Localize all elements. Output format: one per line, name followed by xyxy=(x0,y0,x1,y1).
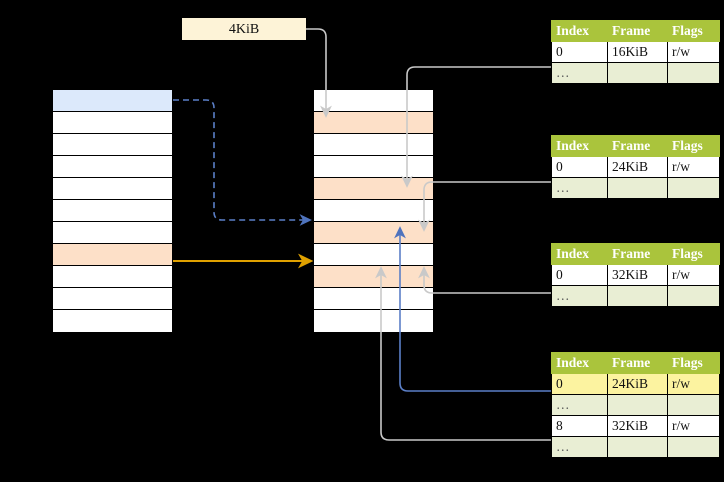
wire-virtual-to-physical-dashed xyxy=(173,99,312,226)
virtual-address-space-row-5 xyxy=(53,200,172,222)
physical-memory-row-9 xyxy=(314,288,433,310)
page-table-1-row: … xyxy=(551,62,720,84)
virtual-address-space-row-0 xyxy=(53,90,172,112)
page-table-1-cell-flags: r/w xyxy=(667,41,720,63)
page-table-4-header-frame: Frame xyxy=(607,352,668,374)
page-table-4-cell-index: 8 xyxy=(551,415,608,437)
page-table-4-cell-frame: 24KiB xyxy=(607,373,668,395)
page-table-4-header-index: Index xyxy=(551,352,608,374)
physical-memory-row-6 xyxy=(314,222,433,244)
page-size-label: 4KiB xyxy=(182,18,306,40)
wire-table3-to-physical xyxy=(418,266,551,294)
page-table-2-header-frame: Frame xyxy=(607,135,668,157)
physical-memory-row-2 xyxy=(314,134,433,156)
physical-memory-row-1 xyxy=(314,112,433,134)
physical-memory-row-5 xyxy=(314,200,433,222)
page-table-2-cell-index: … xyxy=(551,177,608,199)
virtual-address-column xyxy=(52,89,173,332)
physical-memory-row-7 xyxy=(314,244,433,266)
virtual-address-space-row-2 xyxy=(53,134,172,156)
page-table-4-cell-index: … xyxy=(551,394,608,416)
virtual-address-space-row-1 xyxy=(53,112,172,134)
wire-table2-to-physical xyxy=(418,181,551,232)
page-table-3-cell-flags: r/w xyxy=(667,264,720,286)
page-table-2-row: … xyxy=(551,177,720,199)
page-table-4-row: … xyxy=(551,394,720,416)
page-table-2-cell-index: 0 xyxy=(551,156,608,178)
page-table-1-cell-frame: 16KiB xyxy=(607,41,668,63)
page-table-2-header-flags: Flags xyxy=(667,135,720,157)
physical-memory-row-8 xyxy=(314,266,433,288)
page-table-1-cell-index: 0 xyxy=(551,41,608,63)
page-table-3-cell-index: … xyxy=(551,285,608,307)
page-table-1-header-flags: Flags xyxy=(667,20,720,42)
virtual-address-space-row-4 xyxy=(53,178,172,200)
virtual-address-space-row-9 xyxy=(53,288,172,310)
page-table-2-cell-flags xyxy=(667,177,720,199)
page-table-4-cell-frame xyxy=(607,394,668,416)
page-table-2-cell-flags: r/w xyxy=(667,156,720,178)
physical-memory-row-3 xyxy=(314,156,433,178)
page-table-4-cell-index: 0 xyxy=(551,373,608,395)
page-table-4-cell-flags xyxy=(667,436,720,458)
page-table-1-cell-frame xyxy=(607,62,668,84)
page-table-3-header-frame: Frame xyxy=(607,243,668,265)
virtual-address-space-row-7 xyxy=(53,244,172,266)
virtual-address-space-row-8 xyxy=(53,266,172,288)
page-table-4-header-flags: Flags xyxy=(667,352,720,374)
physical-memory-column xyxy=(313,89,434,332)
virtual-address-space-row-6 xyxy=(53,222,172,244)
page-table-3-cell-frame: 32KiB xyxy=(607,264,668,286)
page-table-3-row: … xyxy=(551,285,720,307)
virtual-address-space-row-10 xyxy=(53,310,172,332)
page-table-4-cell-frame: 32KiB xyxy=(607,415,668,437)
virtual-address-space-row-3 xyxy=(53,156,172,178)
page-table-1-cell-flags xyxy=(667,62,720,84)
page-table-3-cell-index: 0 xyxy=(551,264,608,286)
physical-memory-row-4 xyxy=(314,178,433,200)
page-table-1-header-index: Index xyxy=(551,20,608,42)
page-table-2-cell-frame xyxy=(607,177,668,199)
page-table-1-cell-index: … xyxy=(551,62,608,84)
physical-memory-row-10 xyxy=(314,310,433,332)
page-table-2-header-index: Index xyxy=(551,135,608,157)
page-table-4-cell-index: … xyxy=(551,436,608,458)
page-table-4-row: … xyxy=(551,436,720,458)
page-table-4-cell-flags xyxy=(667,394,720,416)
page-table-3-header-flags: Flags xyxy=(667,243,720,265)
page-table-3-header-index: Index xyxy=(551,243,608,265)
physical-memory-row-0 xyxy=(314,90,433,112)
page-table-2-cell-frame: 24KiB xyxy=(607,156,668,178)
page-table-3-cell-frame xyxy=(607,285,668,307)
page-table-1-header-frame: Frame xyxy=(607,20,668,42)
page-table-4-cell-frame xyxy=(607,436,668,458)
page-table-3-cell-flags xyxy=(667,285,720,307)
page-table-4-cell-flags: r/w xyxy=(667,373,720,395)
page-table-4-cell-flags: r/w xyxy=(667,415,720,437)
